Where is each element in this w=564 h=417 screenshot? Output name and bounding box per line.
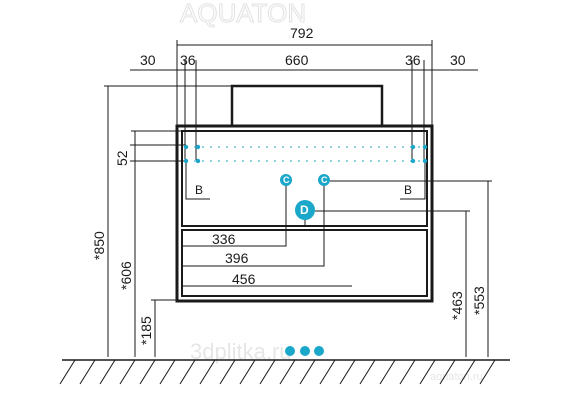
dim-height-463: *463 [449, 291, 465, 320]
brand-watermark: AQUATON [180, 0, 307, 29]
dim-left-gap: 36 [180, 52, 196, 68]
lower-drawer [181, 229, 428, 297]
right-dimension-lines [315, 180, 492, 357]
dim-inner-width: 660 [285, 52, 309, 68]
bracket-lines [185, 163, 426, 200]
corner-watermark: aquaton.ru [430, 371, 483, 383]
marker-c-right-circle [318, 174, 330, 186]
dim-dist-336: 336 [212, 231, 236, 247]
dim-spacing-52: 52 [114, 150, 130, 166]
dim-height-850: *850 [91, 231, 107, 260]
sink-basin [230, 84, 384, 128]
leader-lines [182, 181, 352, 287]
mounting-points [183, 144, 428, 164]
marker-c-left: C [280, 174, 292, 186]
dim-height-185: *185 [138, 316, 154, 345]
marker-c-left-circle [280, 174, 292, 186]
label-b-left: B [195, 183, 203, 197]
marker-d: D [295, 200, 315, 220]
marker-d-circle [295, 200, 315, 220]
cabinet-frame [175, 124, 434, 303]
top-dimension-lines [130, 40, 478, 160]
dim-left-offset: 30 [140, 52, 156, 68]
brand-watermark-text: AQUATON [180, 0, 306, 28]
dim-right-gap: 36 [405, 52, 421, 68]
dim-height-606: *606 [118, 261, 134, 290]
floor [59, 359, 510, 385]
marker-c-left-label: C [283, 175, 290, 185]
marker-c-right-label: C [321, 175, 328, 185]
marker-c-right: C [318, 174, 330, 186]
dim-height-553: *553 [471, 286, 487, 315]
marker-d-label: D [300, 203, 309, 217]
watermark-dots [285, 346, 324, 356]
left-dimension-lines [104, 85, 232, 357]
dim-dist-456: 456 [232, 271, 256, 287]
dim-overall-width: 792 [290, 25, 314, 41]
dim-dist-396: 396 [225, 250, 249, 266]
label-b-right: B [404, 183, 412, 197]
dim-right-offset: 30 [450, 52, 466, 68]
